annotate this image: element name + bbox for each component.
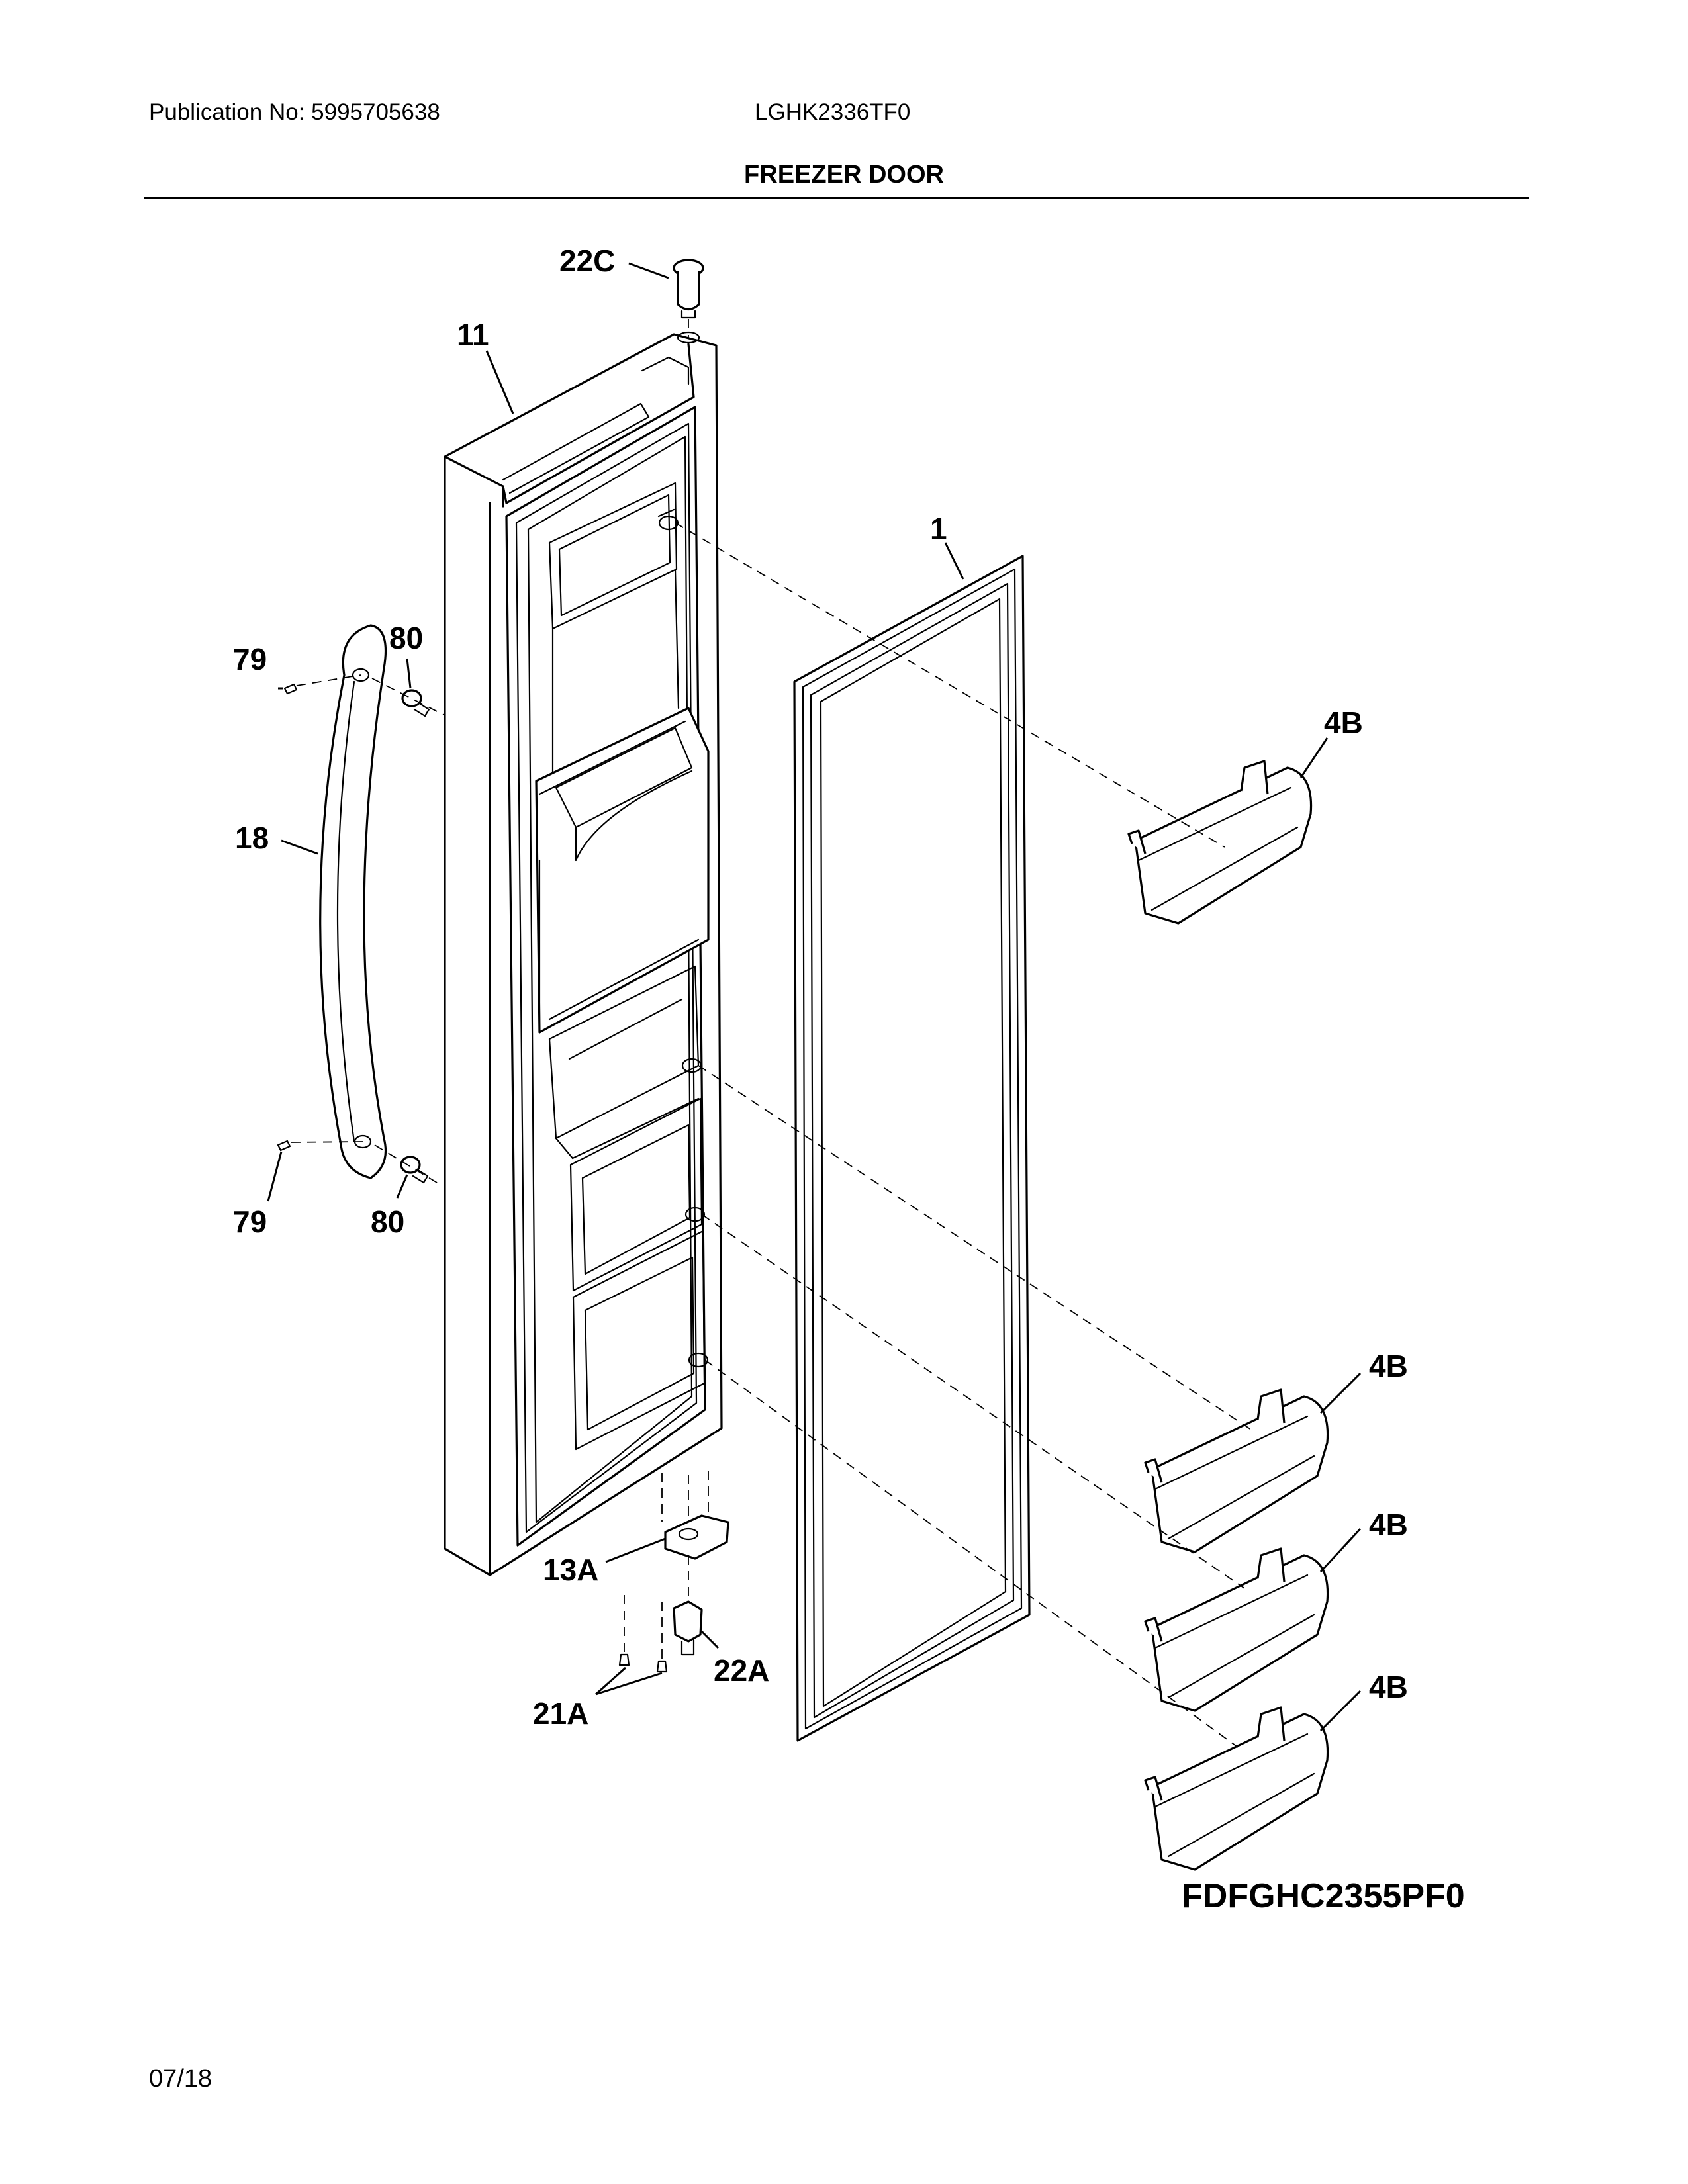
handle-screw-79-top <box>283 683 298 695</box>
hinge-bushing-part-22C <box>673 259 704 319</box>
leader-21A <box>595 1666 663 1696</box>
hinge-bracket-part-13A <box>664 1514 729 1560</box>
handle-mount-80-bottom <box>400 1156 429 1184</box>
callout-4B-2: 4B <box>1369 1349 1408 1383</box>
leader-11 <box>485 350 514 414</box>
door-bin-part-4B-1 <box>1127 760 1313 925</box>
leader-22A <box>700 1630 720 1649</box>
callout-22C: 22C <box>559 244 615 278</box>
hinge-screws-part-21A <box>618 1653 668 1673</box>
leader-79-bottom <box>267 1151 283 1202</box>
door-bin-part-4B-2 <box>1144 1388 1329 1553</box>
door-bin-part-4B-3 <box>1144 1547 1329 1712</box>
leader-80-bottom <box>396 1174 408 1199</box>
door-handle-part-18 <box>319 624 387 1179</box>
leader-13A <box>605 1537 666 1563</box>
callout-21A: 21A <box>533 1696 588 1731</box>
footer-date: 07/18 <box>149 2065 212 2093</box>
callout-80-bottom: 80 <box>371 1205 404 1239</box>
model-stamp: FDFGHC2355PF0 <box>1182 1877 1465 1915</box>
callout-79-top: 79 <box>233 642 267 676</box>
leader-4B-4 <box>1319 1690 1362 1732</box>
callout-22A: 22A <box>714 1653 769 1688</box>
hinge-pin-part-22A <box>673 1600 703 1656</box>
freezer-door-part-11 <box>444 331 723 1576</box>
header-divider <box>144 197 1529 199</box>
leader-22C <box>628 262 669 279</box>
callout-13A: 13A <box>543 1553 598 1587</box>
callout-79-bottom: 79 <box>233 1205 267 1239</box>
leader-4B-1 <box>1299 737 1329 778</box>
door-bin-part-4B-4 <box>1144 1706 1329 1871</box>
callout-4B-4: 4B <box>1369 1670 1408 1704</box>
model-number: LGHK2336TF0 <box>755 99 911 125</box>
leader-4B-3 <box>1319 1527 1362 1573</box>
handle-mount-80-top <box>401 689 430 717</box>
publication-number: Publication No: 5995705638 <box>149 99 440 125</box>
handle-screw-79-bottom <box>277 1140 291 1152</box>
door-gasket-part-1 <box>793 555 1031 1742</box>
leader-18 <box>281 839 318 855</box>
callout-18: 18 <box>235 821 269 855</box>
callout-4B-1: 4B <box>1324 705 1363 740</box>
section-title: FREEZER DOOR <box>744 161 944 189</box>
callout-80-top: 80 <box>389 621 423 655</box>
leader-4B-2 <box>1319 1372 1362 1414</box>
callout-1: 1 <box>930 512 947 546</box>
callout-11: 11 <box>457 318 489 352</box>
callout-4B-3: 4B <box>1369 1508 1408 1542</box>
leader-80-top <box>406 658 412 689</box>
leader-1 <box>944 542 964 580</box>
